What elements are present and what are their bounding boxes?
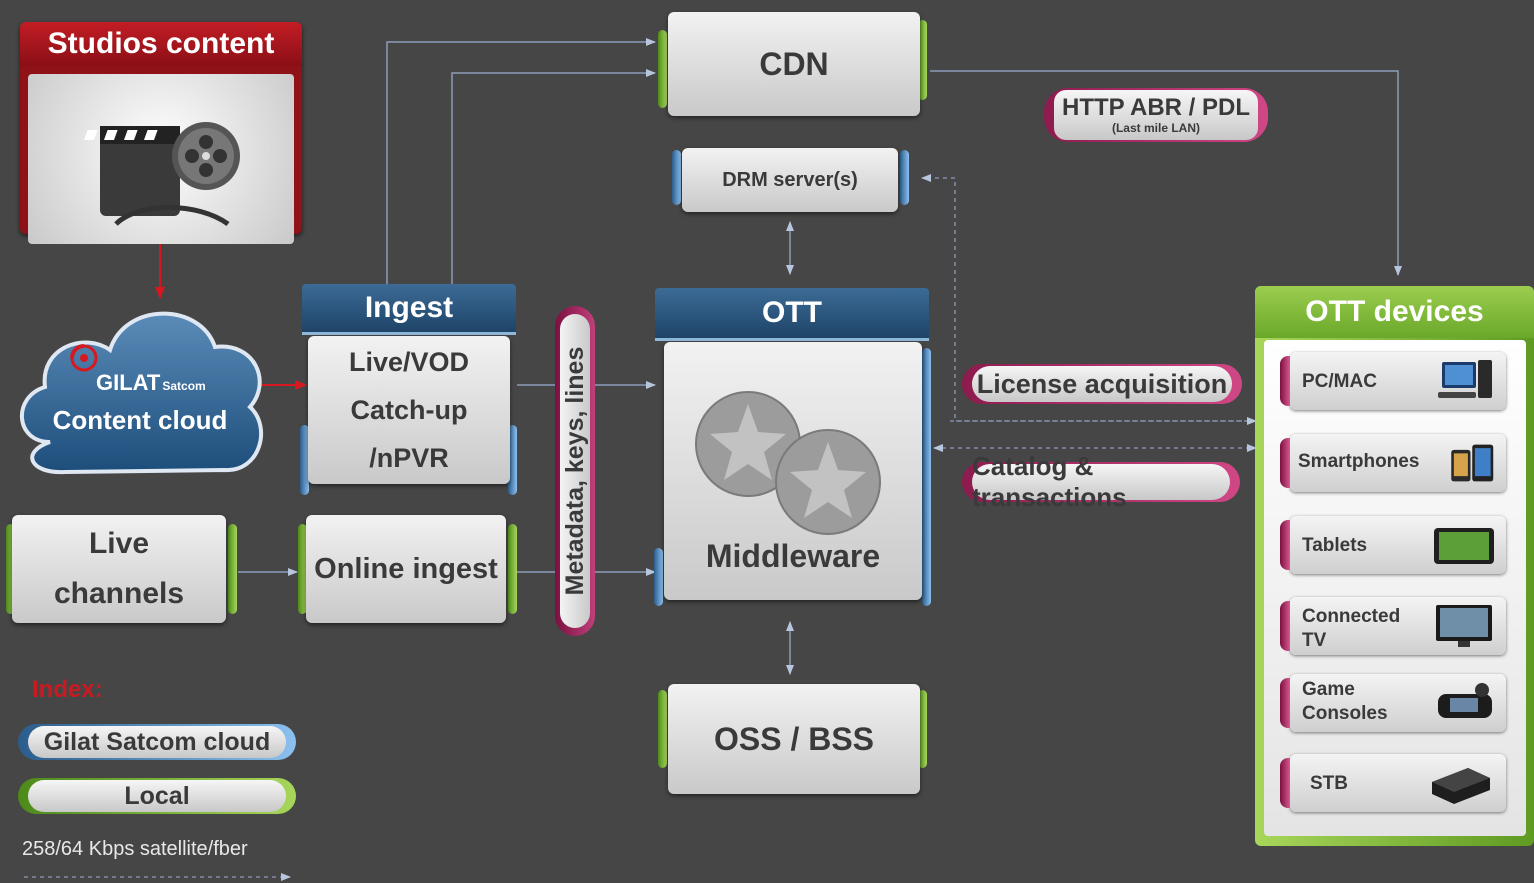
ingest-line2: Catch-up /nPVR	[350, 395, 468, 473]
drm-edge-right	[900, 150, 909, 205]
index-link-label: 258/64 Kbps satellite/fber	[22, 838, 248, 860]
device-tablets-label: Tablets	[1302, 535, 1368, 556]
device-tablets: Tablets	[1280, 516, 1506, 574]
studios-title: Studios content	[20, 22, 302, 66]
game-console-icon	[1438, 683, 1492, 718]
live-edge-left	[6, 524, 15, 614]
ott-edge-left	[654, 548, 663, 606]
http-line2: (Last mile LAN)	[1111, 121, 1200, 135]
live-line1: Live	[88, 527, 150, 560]
cdn-edge-right	[918, 20, 927, 100]
tablet-icon	[1434, 528, 1494, 564]
device-game-label: Game Consoles	[1302, 679, 1388, 724]
device-game-consoles: Game Consoles	[1280, 674, 1506, 732]
drm-devices-dashed	[921, 174, 1256, 422]
stb-icon	[1432, 768, 1490, 804]
cloud-brand-name: GILAT	[96, 370, 161, 395]
ott-label: Middleware	[705, 538, 881, 574]
pc-icon	[1438, 360, 1492, 398]
metadata-bar: Metadata, keys, lines	[555, 306, 595, 636]
online-ingest-box: Online ingest	[306, 515, 506, 623]
oss-box: OSS / BSS	[668, 684, 920, 794]
tv-icon	[1436, 605, 1492, 647]
ingest-cdn-line-2	[451, 69, 656, 285]
live-line2: channels	[53, 577, 185, 610]
cdn-edge-left	[658, 30, 667, 108]
ingest-cdn-line-1	[386, 38, 656, 285]
ott-box: Middleware	[664, 342, 922, 600]
ingest-box: Live/VOD Catch-up /nPVR	[308, 336, 510, 484]
ingest-edge-left	[300, 425, 309, 495]
live-channels-box: Live channels	[12, 515, 226, 623]
gilat-logo-icon	[70, 344, 98, 372]
device-stb-label: STB	[1310, 773, 1348, 794]
cloud-brand-sub: Satcom	[162, 379, 206, 393]
film-reel-icon	[83, 122, 240, 227]
ott-edge-right	[922, 348, 931, 606]
device-pc-label: PC/MAC	[1302, 371, 1377, 392]
index-title: Index:	[32, 676, 103, 703]
device-connected-tv: Connected TV	[1280, 597, 1506, 655]
ingest-line1: Live/VOD	[348, 347, 470, 377]
online-edge-right	[508, 524, 517, 614]
oss-edge-left	[658, 690, 667, 768]
device-smartphones-label: Smartphones	[1298, 451, 1420, 472]
metadata-label: Metadata, keys, lines	[561, 346, 589, 596]
index-cloud-pill: Gilat Satcom cloud	[28, 726, 286, 758]
devices-inner	[1264, 340, 1526, 836]
online-edge-left	[298, 524, 307, 614]
license-pill: License acquisition	[972, 366, 1232, 402]
content-cloud	[19, 311, 264, 475]
http-pill: HTTP ABR / PDL (Last mile LAN)	[1054, 90, 1258, 140]
device-tv-label: Connected TV	[1302, 606, 1401, 651]
live-edge-right	[228, 524, 237, 614]
cloud-label: Content cloud	[52, 405, 228, 435]
smartphone-icon	[1451, 444, 1494, 482]
index-local-pill: Local	[28, 780, 286, 812]
drm-edge-left	[672, 150, 681, 205]
catalog-pill: Catalog & transactions	[972, 451, 1230, 512]
device-smartphones: Smartphones	[1280, 434, 1506, 492]
drm-box: DRM server(s)	[682, 148, 898, 212]
device-stb: STB	[1280, 754, 1506, 812]
cdn-devices-line	[930, 70, 1402, 276]
devices-title: OTT devices	[1255, 286, 1534, 338]
cdn-box: CDN	[668, 12, 920, 116]
studios-content-box: Studios content	[20, 22, 302, 244]
ingest-edge-right	[508, 425, 517, 495]
oss-edge-right	[918, 690, 927, 768]
gears-icon	[695, 391, 881, 535]
device-pc: PC/MAC	[1280, 352, 1506, 410]
ingest-header: Ingest	[302, 284, 516, 335]
http-line1: HTTP ABR / PDL	[1061, 94, 1250, 121]
ott-header: OTT	[655, 288, 929, 341]
studios-image	[28, 74, 294, 244]
